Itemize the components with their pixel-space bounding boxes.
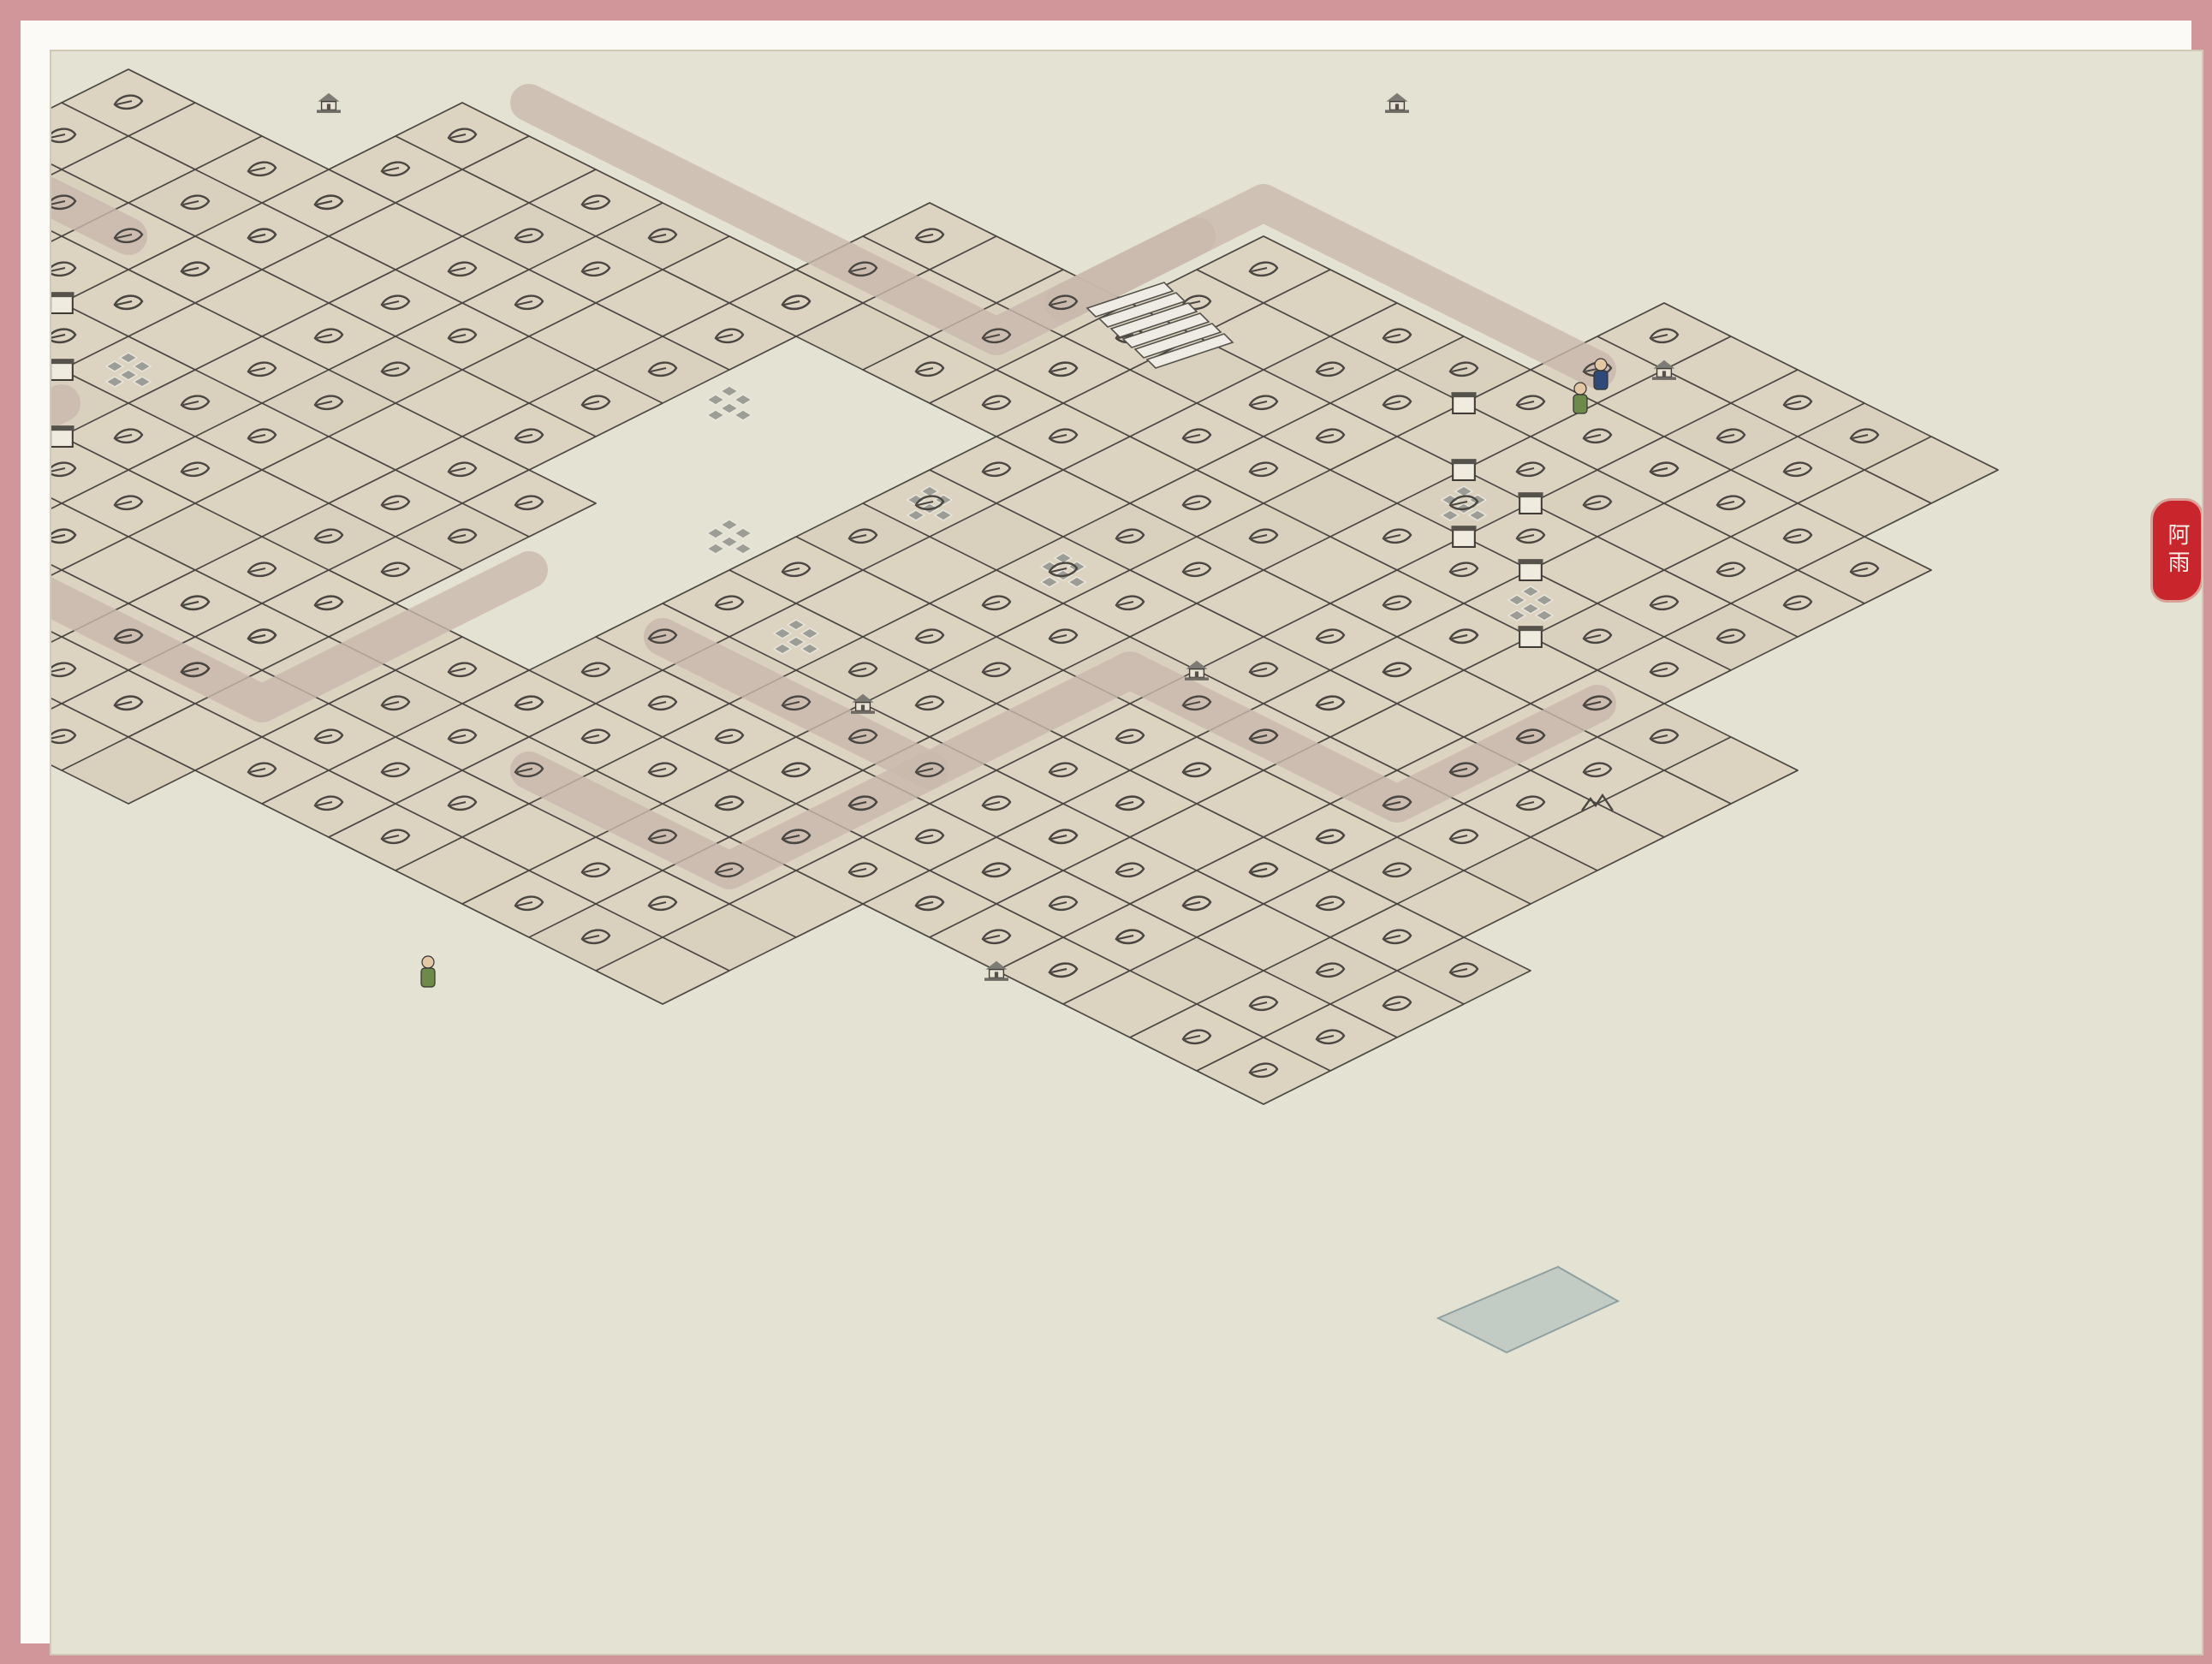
pond [1436,1265,1620,1354]
villager-sprite [1573,382,1588,414]
field-tile [51,698,62,710]
shop-icon[interactable] [51,357,75,382]
road [644,618,1616,823]
shop-icon[interactable] [1450,524,1478,549]
field-tile [51,163,62,175]
villager-sprite [1593,358,1608,390]
road [1044,217,1216,322]
pavilion-icon[interactable] [1384,92,1410,114]
field-tile [1730,569,1865,638]
field-tile [51,703,129,771]
stair-step [1121,312,1210,348]
field-tile [461,469,597,538]
field-tile [51,564,62,576]
field-tile [1730,502,1865,571]
shop-icon[interactable] [1450,457,1478,482]
map-canvas[interactable]: 阿雨 [50,50,2203,1655]
stone-staircase [1085,282,1234,369]
shop-icon[interactable] [1517,557,1544,582]
stair-step [1109,302,1198,338]
road [51,384,548,722]
pavilion-icon[interactable] [316,92,342,114]
stair-step [1085,282,1174,318]
shop-icon[interactable] [1517,624,1544,649]
artist-seal: 阿雨 [2153,501,2201,600]
isometric-town-map[interactable] [51,51,2203,1655]
stair-step [1097,292,1186,328]
shop-icon[interactable] [1517,490,1544,515]
shop-icon[interactable] [1450,390,1478,415]
paved-plaza [706,385,752,421]
paved-plaza [706,519,752,555]
field-tile [51,497,62,509]
stair-step [1145,333,1234,369]
field-tile [1530,803,1665,871]
field-tile [929,369,1064,437]
field-tile [728,870,864,938]
shop-icon[interactable] [51,290,75,315]
villager-sprite [420,955,436,988]
field-tile [461,870,597,938]
field-tile [51,230,62,242]
field-tile [1196,1037,1331,1105]
field-tile [662,302,797,371]
stair-step [1133,323,1222,359]
road [510,752,948,889]
map-world[interactable] [51,68,1999,1354]
shop-icon[interactable] [51,424,75,449]
field-tile [595,936,730,1005]
